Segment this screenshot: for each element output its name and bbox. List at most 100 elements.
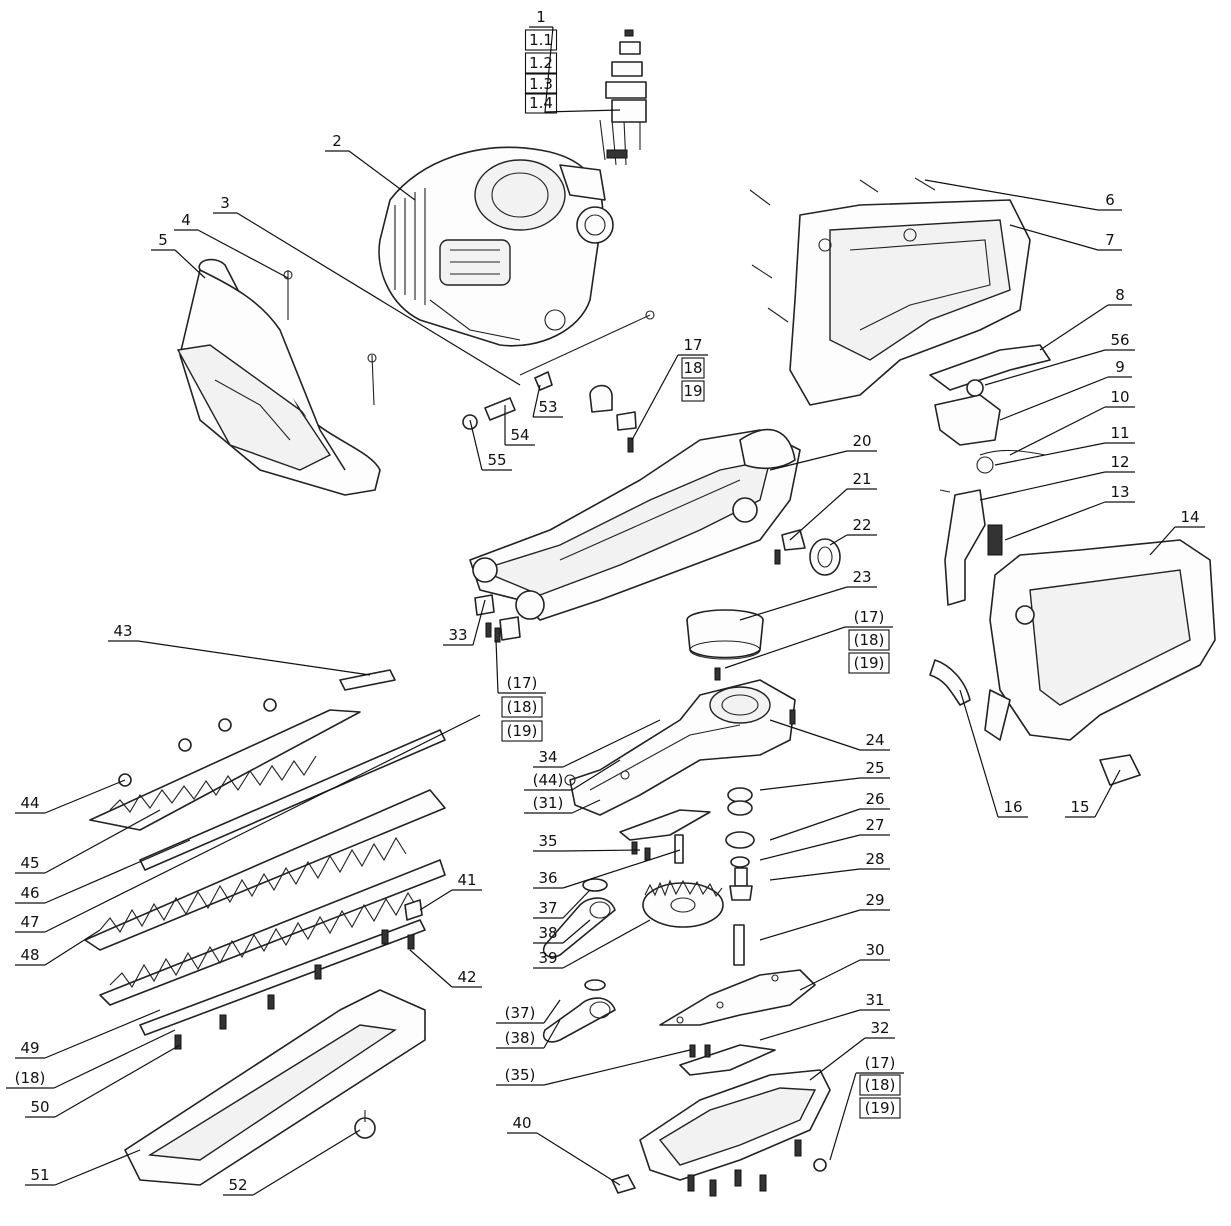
callout-label-23: 23	[852, 568, 871, 586]
leader-line	[924, 179, 1099, 211]
leader-line	[769, 719, 861, 751]
callout-label-38: 38	[538, 924, 557, 942]
callout-label-6: 6	[1105, 191, 1115, 209]
leader-line	[543, 1049, 691, 1086]
callout-label-p18pd: (18)	[15, 1069, 46, 1087]
callout-label-35: 35	[538, 832, 557, 850]
leader-line	[536, 1132, 621, 1186]
leader-line	[44, 929, 101, 966]
callout-label-p17p: (17)	[854, 608, 885, 626]
leader-line	[562, 919, 651, 969]
callout-label-p19p: (19)	[854, 654, 885, 672]
leader-line	[562, 919, 591, 944]
leader-line	[409, 949, 453, 988]
callout-label-54: 54	[510, 426, 529, 444]
callout-label-18: 18	[683, 359, 702, 377]
leader-line	[174, 249, 206, 279]
callout-label-24: 24	[865, 731, 884, 749]
callout-box	[524, 52, 558, 74]
front-handle-part	[176, 258, 381, 496]
callout-label-p38p: (38)	[505, 1029, 536, 1047]
leader-line	[829, 1072, 857, 1161]
callout-label-1.2: 1.2	[529, 54, 553, 72]
leader-line	[739, 586, 848, 621]
callout-label-42: 42	[457, 968, 476, 986]
callout-label-28: 28	[865, 850, 884, 868]
callout-box	[848, 629, 890, 651]
part-drawings	[84, 29, 1216, 1197]
callout-label-41: 41	[457, 871, 476, 889]
leader-line	[544, 26, 621, 113]
leader-line	[959, 689, 999, 818]
callout-label-8: 8	[1115, 286, 1125, 304]
adjuster-parts	[462, 310, 655, 430]
leader-line	[769, 808, 861, 841]
leader-line	[759, 777, 861, 791]
leader-line	[769, 450, 848, 471]
leader-line	[543, 1019, 561, 1049]
leader-line	[562, 849, 641, 852]
callout-label-29: 29	[865, 891, 884, 909]
trigger-parts	[929, 344, 1051, 606]
ring-part	[686, 609, 764, 660]
callout-label-p18pc: (18)	[507, 698, 538, 716]
leader-line	[236, 212, 521, 386]
callout-label-31: 31	[865, 991, 884, 1009]
leader-line	[809, 1037, 866, 1081]
leader-line	[789, 488, 848, 541]
leader-line	[1039, 304, 1109, 351]
callout-label-p19pc: (19)	[507, 722, 538, 740]
callout-label-10: 10	[1110, 388, 1129, 406]
leader-line	[44, 714, 481, 933]
leader-line	[562, 849, 681, 889]
leader-line	[44, 809, 161, 874]
callout-label-25: 25	[865, 759, 884, 777]
callout-label-p18p: (18)	[854, 631, 885, 649]
leader-line	[1004, 501, 1106, 541]
callout-label-5: 5	[158, 231, 168, 249]
callout-label-p17pc: (17)	[507, 674, 538, 692]
callout-box	[848, 652, 890, 674]
leader-line	[495, 639, 499, 694]
leader-line	[562, 889, 591, 919]
callout-box	[859, 1074, 901, 1096]
blade-cover-part	[124, 989, 426, 1186]
leader-line	[252, 1129, 361, 1196]
callout-label-17: 17	[683, 336, 702, 354]
callout-label-44: 44	[20, 794, 39, 812]
gear-housing-part	[564, 667, 796, 816]
callout-label-1: 1	[536, 8, 546, 26]
callout-label-48: 48	[20, 946, 39, 964]
callout-label-22: 22	[852, 516, 871, 534]
callout-label-11: 11	[1110, 424, 1129, 442]
callout-label-12: 12	[1110, 453, 1129, 471]
callout-label-46: 46	[20, 884, 39, 902]
leader-line	[53, 1029, 176, 1089]
callout-label-53: 53	[538, 398, 557, 416]
leader-line	[54, 1149, 141, 1186]
callout-label-39: 39	[538, 949, 557, 967]
callout-label-30: 30	[865, 941, 884, 959]
callout-box	[501, 720, 543, 742]
clip-part	[611, 1174, 636, 1194]
leader-line	[979, 471, 1106, 501]
callout-label-p18pb: (18)	[865, 1076, 896, 1094]
leader-line	[1009, 406, 1106, 456]
callout-label-1.1: 1.1	[529, 31, 553, 49]
decal-parts	[605, 29, 647, 150]
callout-label-p17pb: (17)	[865, 1054, 896, 1072]
leader-line	[631, 354, 679, 441]
leader-line	[419, 889, 453, 911]
callout-leaders	[6, 26, 1205, 1196]
callout-label-1.3: 1.3	[529, 75, 553, 93]
callout-label-p44p: (44)	[533, 771, 564, 789]
leader-line	[571, 759, 621, 791]
blade-assembly-part	[84, 669, 446, 1050]
callout-box	[859, 1097, 901, 1119]
leader-line	[348, 150, 416, 201]
leader-line	[197, 229, 289, 279]
callout-box	[681, 380, 705, 402]
plate-parts	[619, 809, 776, 1076]
callout-label-9: 9	[1115, 358, 1125, 376]
bearing-parts	[725, 787, 755, 966]
